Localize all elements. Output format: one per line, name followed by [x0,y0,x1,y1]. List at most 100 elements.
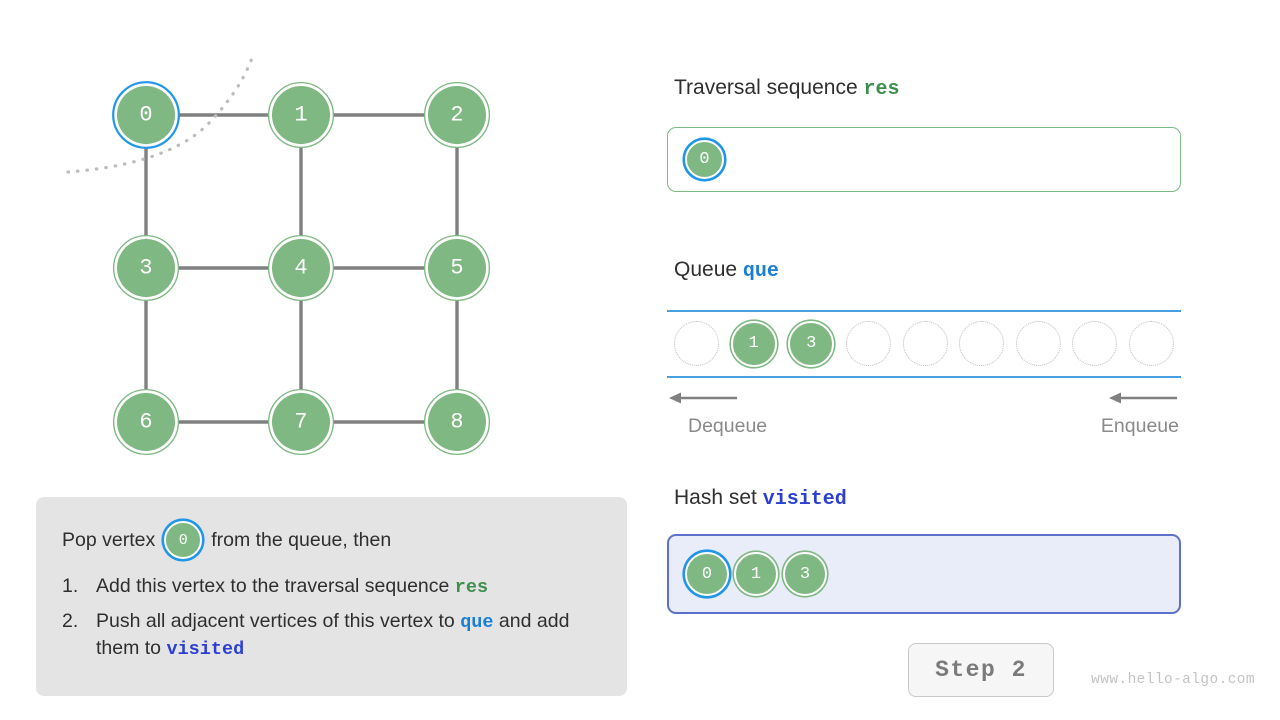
queue-empty-slot [674,321,719,367]
graph-node-ring [423,81,491,149]
graph-node-gap [114,83,178,147]
graph-node-ring [112,234,180,302]
caption-step-after: and add them to [96,609,570,660]
graph-node-label: 5 [450,256,463,281]
caption-step-number: 1. [62,575,79,597]
caption-inline-node: 0 [164,521,203,559]
queue-empty-slot [1129,321,1174,367]
graph-node-gap [425,236,489,300]
graph-node-core [117,393,175,451]
caption-box: Pop vertex 0 from the queue, then 1. Add … [36,497,627,696]
caption-keyword-que: que [460,611,494,633]
caption-keyword-res: res [454,577,489,598]
step-badge: Step 2 [908,643,1054,697]
res-container: 0 [667,127,1181,192]
caption-step-number: 2. [62,609,79,632]
queue-empty-slot [1015,321,1061,367]
visited-item-label: 1 [734,552,778,596]
graph-node-3[interactable]: 3 [112,234,180,302]
graph-node-6[interactable]: 6 [112,388,180,456]
queue-item: 1 [730,320,777,367]
visited-section-title: Hash set visited [674,486,847,511]
graph-node-gap [114,390,178,454]
caption-step-before: Add this vertex to the traversal sequenc… [96,575,450,597]
visited-title-variable: visited [762,488,847,511]
res-section-title: Traversal sequence res [674,76,900,101]
graph-node-1[interactable]: 1 [267,81,335,149]
queue-empty-slot [902,321,948,367]
res-item-label: 0 [685,140,724,179]
graph-node-core [428,86,486,144]
graph-node-gap [114,236,178,300]
caption-lead-before: Pop vertex [62,528,156,551]
caption-lead: Pop vertex 0 from the queue, then [62,521,601,559]
graph-node-2[interactable]: 2 [423,81,491,149]
graph-node-core [117,239,175,297]
graph-node-core [272,239,330,297]
visited-item: 3 [783,552,827,596]
graph-node-ring [267,234,335,302]
dequeue-arrow-icon [669,392,737,404]
enqueue-arrow-icon [1109,392,1177,404]
queue-rail-bottom [667,375,1181,378]
visited-title-text: Hash set [674,486,757,509]
graph-node-core [428,239,486,297]
graph-node-ring [267,81,335,149]
caption-inline-node-label: 0 [164,521,203,559]
graph-node-0[interactable]: 0 [112,81,180,149]
dotted-cut-arc [66,56,254,174]
graph-node-label: 6 [139,410,152,435]
watermark: www.hello-algo.com [1091,672,1255,688]
visited-item-label: 0 [685,552,729,596]
visited-item: 1 [734,552,778,596]
graph-panel: 0 1 2 3 4 5 6 7 8 Pop vertex 0 from the queue, t… [36,56,627,696]
queue-item: 3 [788,320,835,367]
caption-lead-after: from the queue, then [211,528,392,551]
caption-keyword-visited: visited [166,639,245,661]
graph-node-5[interactable]: 5 [423,234,491,302]
queue-item-label: 3 [788,320,835,367]
graph-node-ring [112,81,180,149]
graph-node-core [272,393,330,451]
queue-title-variable: que [742,260,779,283]
graph-node-label: 0 [139,103,152,128]
visited-item-label: 3 [783,552,827,596]
graph-node-8[interactable]: 8 [423,388,491,456]
graph-nodes: 0 1 2 3 4 5 6 7 8 [112,81,491,456]
queue-empty-slot [1072,321,1118,367]
caption-step-before: Push all adjacent vertices of this verte… [96,609,455,632]
graph-node-gap [425,83,489,147]
graph-node-gap [425,390,489,454]
res-title-text: Traversal sequence [674,76,858,99]
graph-node-label: 2 [450,103,463,128]
caption-step: 1. Add this vertex to the traversal seque… [62,573,601,601]
caption-step-text: Add this vertex to the traversal sequenc… [96,573,601,601]
graph-node-4[interactable]: 4 [267,234,335,302]
visited-item: 0 [685,552,729,596]
graph-node-gap [269,236,333,300]
graph-node-label: 3 [139,256,152,281]
res-title-variable: res [863,78,900,101]
graph-svg: 0 1 2 3 4 5 6 7 8 [66,56,491,456]
queue-section-title: Queue que [674,258,779,283]
graph-node-7[interactable]: 7 [267,388,335,456]
queue-item-label: 1 [730,320,777,367]
queue-title-text: Queue [674,258,738,281]
graph-node-core [428,393,486,451]
queue-arrow-row: Dequeue Enqueue [667,385,1181,445]
graph-node-core [117,86,175,144]
dequeue-label: Dequeue [688,415,768,437]
graph-node-ring [423,388,491,456]
queue-empty-slot [959,321,1005,367]
graph-node-label: 8 [450,410,463,435]
enqueue-label: Enqueue [1100,415,1179,437]
graph-node-ring [112,388,180,456]
graph-node-gap [269,390,333,454]
graph-node-core [272,86,330,144]
graph-node-label: 7 [294,410,307,435]
res-item: 0 [685,140,724,179]
